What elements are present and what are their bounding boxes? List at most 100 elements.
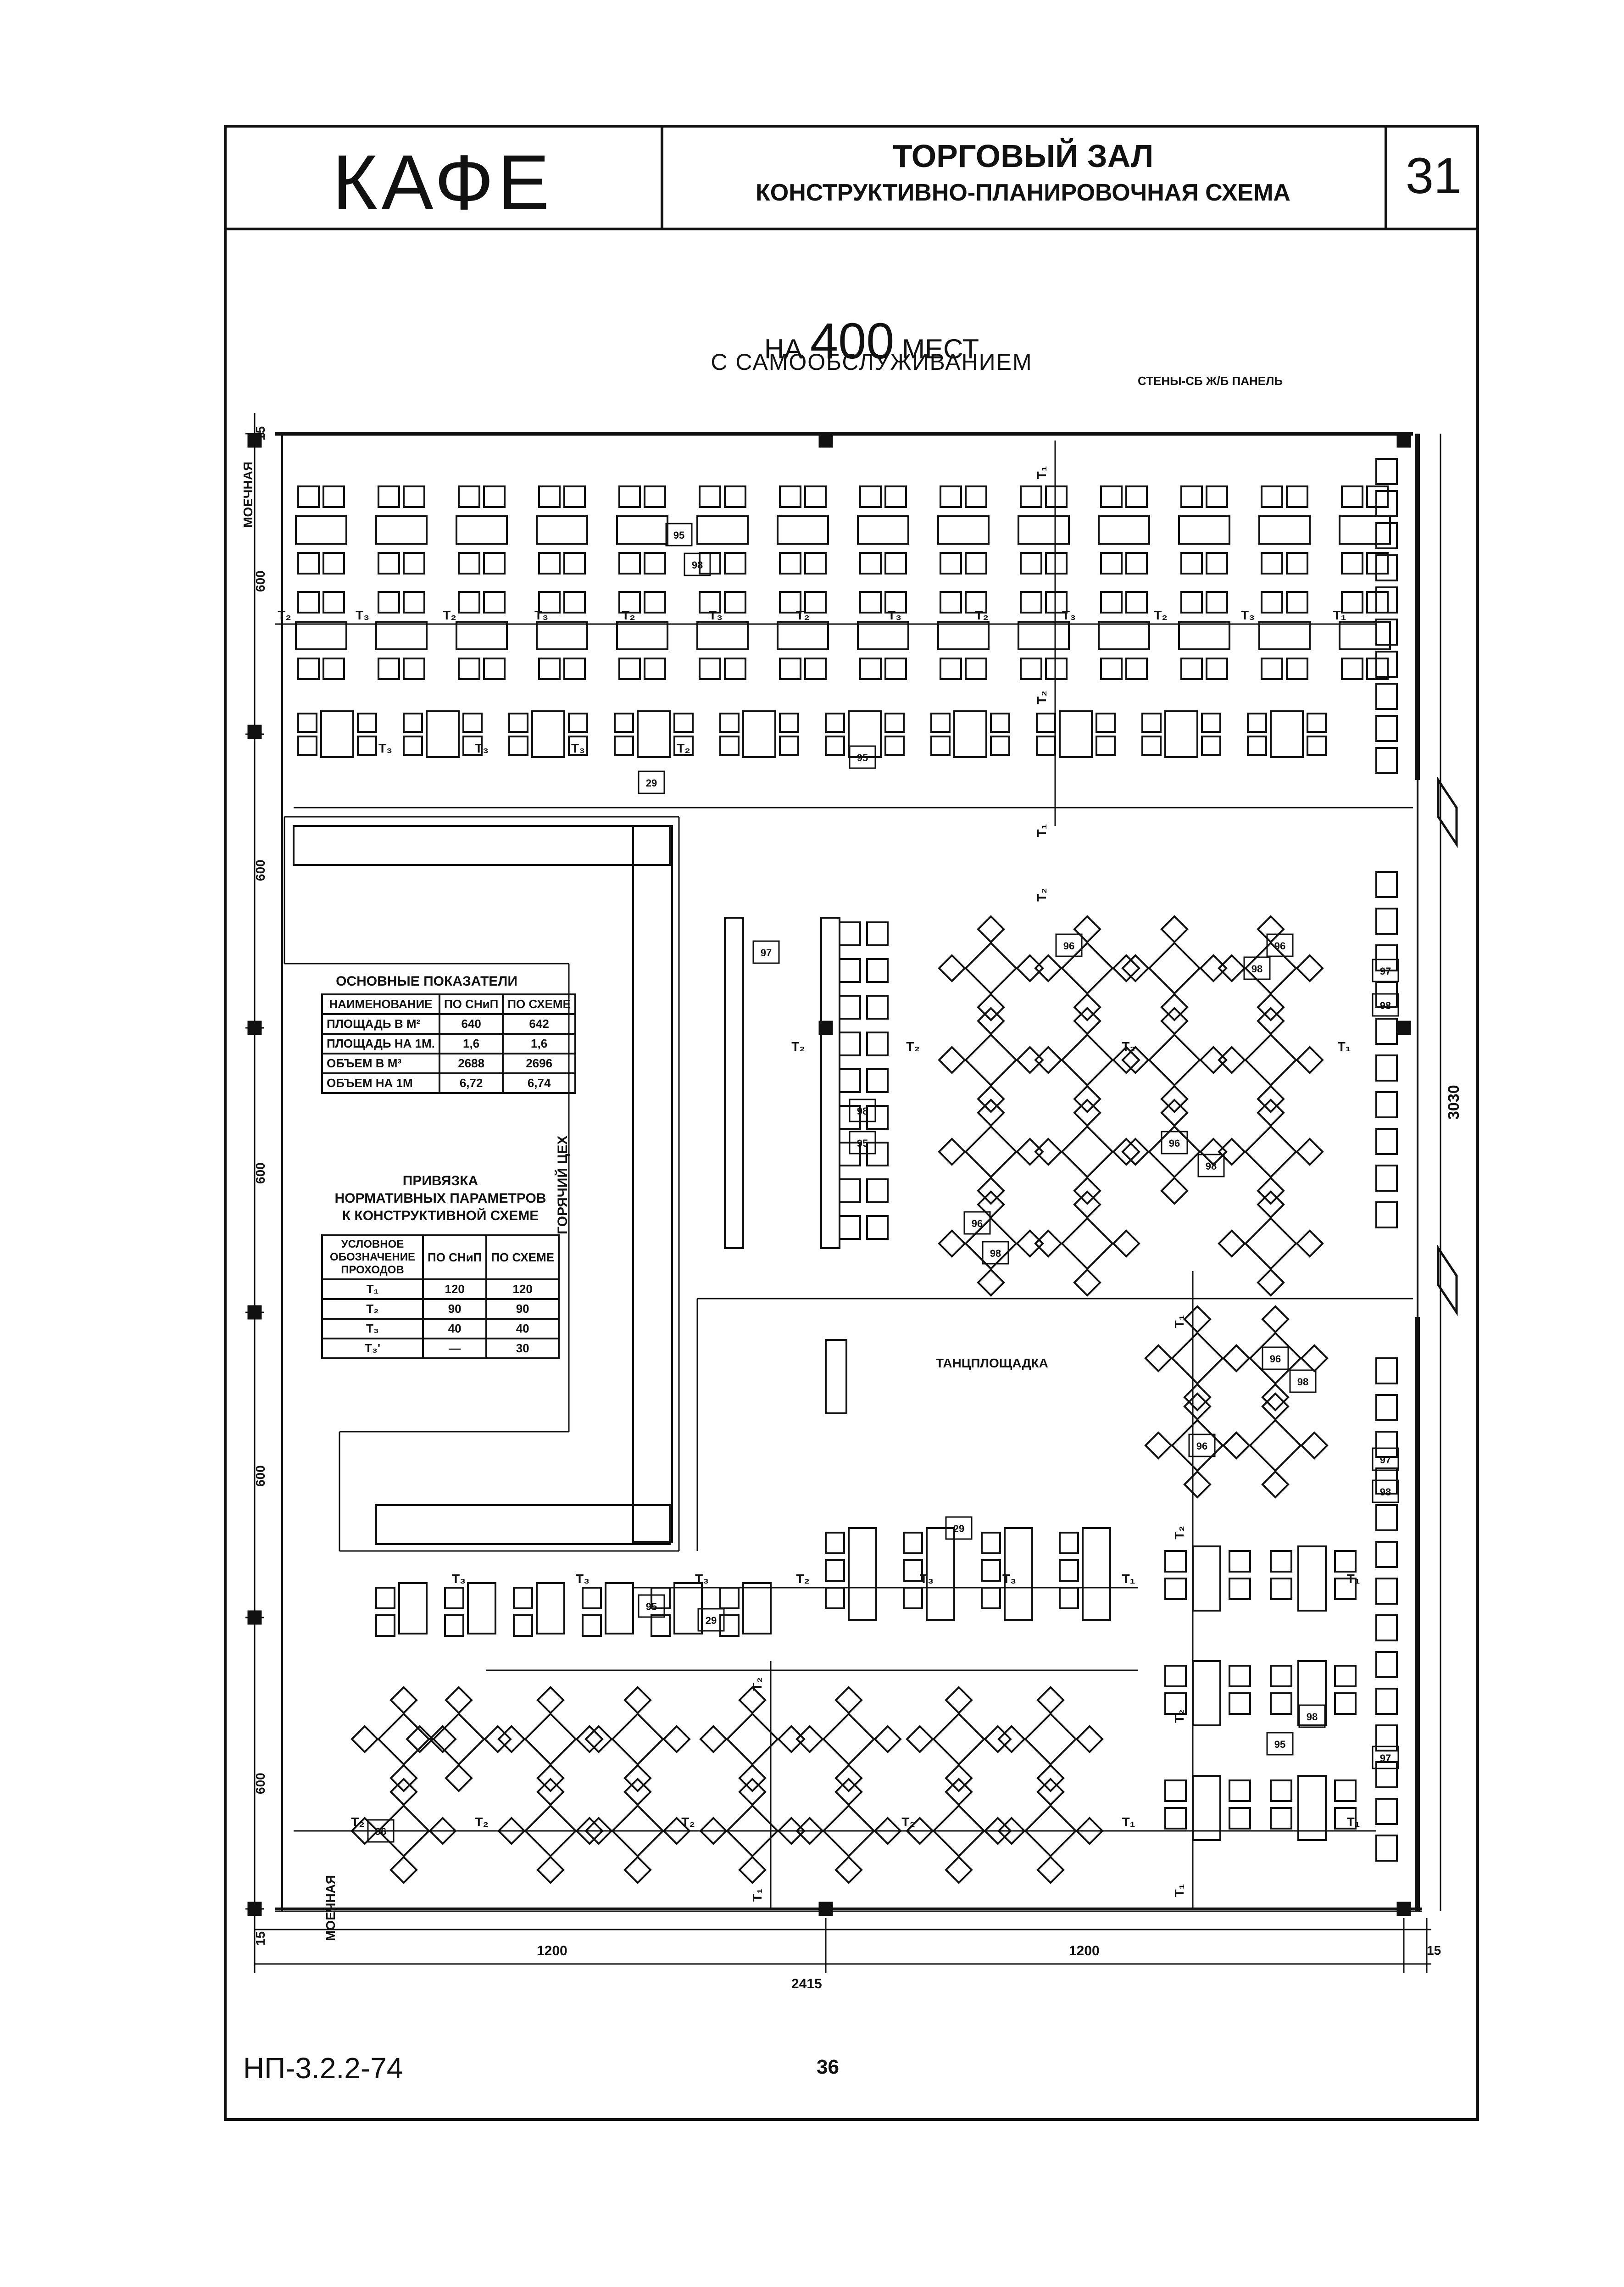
- chair: [1073, 915, 1101, 943]
- passage-tag: T₁: [1172, 1315, 1186, 1328]
- table-header-cell: ПО СХЕМЕ: [502, 993, 576, 1015]
- equipment-tag: 29: [646, 777, 657, 789]
- table: [932, 1712, 985, 1766]
- table-header-row: УСЛОВНОЕ ОБОЗНАЧЕНИЕ ПРОХОДОВ ПО СНиП ПО…: [321, 1234, 560, 1280]
- chair: [1034, 1229, 1062, 1258]
- chair: [1375, 1614, 1398, 1641]
- table-cell: ПЛОЩАДЬ В М²: [321, 1013, 440, 1035]
- chair: [825, 1559, 845, 1582]
- chair: [779, 736, 799, 756]
- table: [1178, 515, 1230, 545]
- chair: [866, 1105, 889, 1130]
- chair: [825, 1587, 845, 1609]
- chair: [513, 1614, 533, 1637]
- chair: [1375, 1018, 1398, 1045]
- table-cell: 6,72: [438, 1072, 504, 1094]
- chair: [866, 1215, 889, 1240]
- chair: [804, 485, 827, 508]
- chair: [940, 591, 962, 614]
- chair: [1261, 552, 1283, 575]
- capacity-prefix: НА: [764, 334, 803, 364]
- chair: [1257, 1099, 1285, 1127]
- chair: [1341, 591, 1363, 614]
- chair: [930, 713, 951, 733]
- chair: [1375, 747, 1398, 774]
- chair: [618, 552, 641, 575]
- table: [1098, 515, 1150, 545]
- table-cell: 642: [502, 1013, 576, 1035]
- chair: [458, 658, 480, 680]
- passage-tag: T₁: [1347, 1815, 1360, 1829]
- counter: [632, 825, 673, 1543]
- table: [742, 710, 776, 758]
- chair: [1020, 658, 1042, 680]
- chair: [483, 658, 506, 680]
- chair: [538, 658, 561, 680]
- indicators-table: НАИМЕНОВАНИЕ ПО СНиП ПО СХЕМЕ ПЛОЩАДЬ В …: [321, 993, 576, 1094]
- equipment-tag-box: [1188, 1434, 1216, 1457]
- passage-tag: T₂: [796, 1572, 810, 1586]
- chair: [834, 1764, 863, 1792]
- chair: [1375, 1761, 1398, 1788]
- chair: [724, 591, 746, 614]
- chair: [1261, 1392, 1290, 1421]
- passage-tag: T₁: [1034, 466, 1049, 480]
- table: [1339, 515, 1391, 545]
- table: [616, 515, 668, 545]
- table: [295, 515, 347, 545]
- chair: [1300, 1431, 1329, 1460]
- chair: [884, 485, 907, 508]
- chair: [1334, 1692, 1357, 1715]
- table-cell: 2696: [502, 1053, 576, 1074]
- chair: [997, 1725, 1026, 1753]
- chair: [977, 1099, 1005, 1127]
- chair: [1160, 1177, 1189, 1205]
- chair: [623, 1764, 652, 1792]
- table: [1192, 1545, 1221, 1612]
- chair: [1261, 1383, 1290, 1411]
- equipment-tag-box: [849, 1099, 876, 1122]
- chair: [1261, 1470, 1290, 1499]
- chair: [297, 485, 320, 508]
- chair: [1375, 1724, 1398, 1752]
- chair: [866, 958, 889, 983]
- chair: [651, 1587, 671, 1609]
- chair: [859, 552, 882, 575]
- chair: [1034, 954, 1062, 982]
- chair: [1334, 1779, 1357, 1802]
- passage-tag: T₂: [1154, 608, 1168, 622]
- chair: [839, 1178, 861, 1203]
- chair: [403, 713, 423, 733]
- service-caption: С САМООБСЛУЖИВАНИЕМ: [711, 349, 1033, 375]
- chair: [1201, 713, 1221, 733]
- chair: [866, 921, 889, 946]
- chair: [1307, 713, 1327, 733]
- passage-tag: T₂: [1172, 1709, 1186, 1723]
- table: [1018, 621, 1070, 650]
- chair: [662, 1817, 691, 1845]
- chair: [977, 1190, 1005, 1219]
- chair: [1180, 591, 1203, 614]
- chair: [1334, 1665, 1357, 1687]
- chair: [1121, 1046, 1150, 1074]
- chair: [1206, 485, 1228, 508]
- chair: [1229, 1578, 1251, 1600]
- binding-title-line: ПРИВЯЗКА: [402, 1173, 478, 1188]
- table: [1244, 1125, 1297, 1178]
- chair: [618, 658, 641, 680]
- chair: [981, 1587, 1001, 1609]
- table: [1270, 710, 1304, 758]
- chair: [1100, 591, 1123, 614]
- table: [398, 1582, 428, 1634]
- binding-title: ПРИВЯЗКА НОРМАТИВНЫХ ПАРАМЕТРОВ К КОНСТР…: [312, 1172, 569, 1225]
- equipment-tag: 96: [1169, 1138, 1180, 1149]
- table-cell: ОБЪЕМ НА 1М: [321, 1072, 440, 1094]
- chair: [1375, 1357, 1398, 1384]
- table: [1297, 1775, 1327, 1841]
- chair: [1160, 993, 1189, 1021]
- table: [1164, 710, 1198, 758]
- passage-tag: T₁: [1122, 1815, 1135, 1829]
- equipment-tag: 98: [990, 1248, 1001, 1259]
- equipment-tag-box: [1289, 1369, 1317, 1393]
- column: [247, 1021, 262, 1035]
